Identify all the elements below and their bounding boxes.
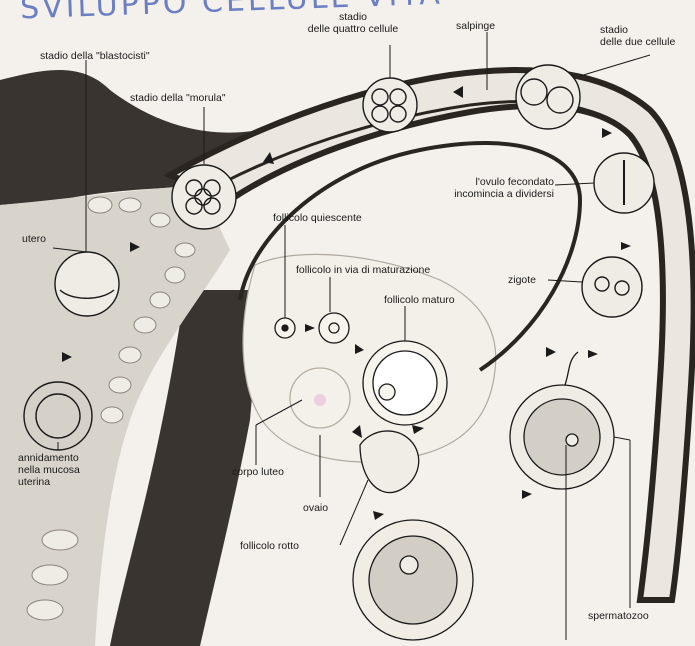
fertilization-egg [510, 352, 614, 489]
follicolo-maturazione [319, 313, 349, 343]
label-ovulo-1: l'ovulo fecondato [408, 176, 554, 188]
released-ovum [353, 520, 473, 640]
label-ovaio: ovaio [303, 502, 328, 514]
label-due-cellule-2: delle due cellule [600, 36, 675, 48]
label-ovulo-2: incomincia a dividersi [408, 188, 554, 200]
cell-annidamento [24, 382, 92, 450]
cell-zigote [582, 257, 642, 317]
label-corpo-luteo: corpo luteo [232, 466, 284, 478]
label-utero: utero [22, 233, 46, 245]
label-zigote: zigote [508, 274, 536, 286]
label-annidamento-1: annidamento [18, 452, 79, 464]
cell-blastocisti [55, 252, 119, 316]
label-annidamento-2: nella mucosa [18, 464, 80, 476]
label-follicolo-maturo: follicolo maturo [384, 294, 455, 306]
label-quattro-cellule-2: delle quattro cellule [296, 23, 410, 35]
label-due-cellule-1: stadio [600, 24, 628, 36]
label-spermatozoo: spermatozoo [588, 610, 649, 622]
label-salpinge: salpinge [456, 20, 495, 32]
label-annidamento-3: uterina [18, 476, 50, 488]
label-blastocisti: stadio della "blastocisti" [40, 50, 150, 62]
cell-morula [172, 165, 236, 229]
label-follicolo-rotto: follicolo rotto [240, 540, 299, 552]
label-morula: stadio della "morula" [130, 92, 226, 104]
label-follicolo-maturazione: follicolo in via di maturazione [296, 264, 430, 276]
ovaio-body [243, 254, 496, 462]
label-quattro-cellule-1: stadio [298, 11, 408, 23]
cell-quattro-cellule [363, 78, 417, 132]
follicolo-rotto-shape [360, 431, 419, 493]
label-follicolo-quiescente: follicolo quiescente [273, 212, 362, 224]
